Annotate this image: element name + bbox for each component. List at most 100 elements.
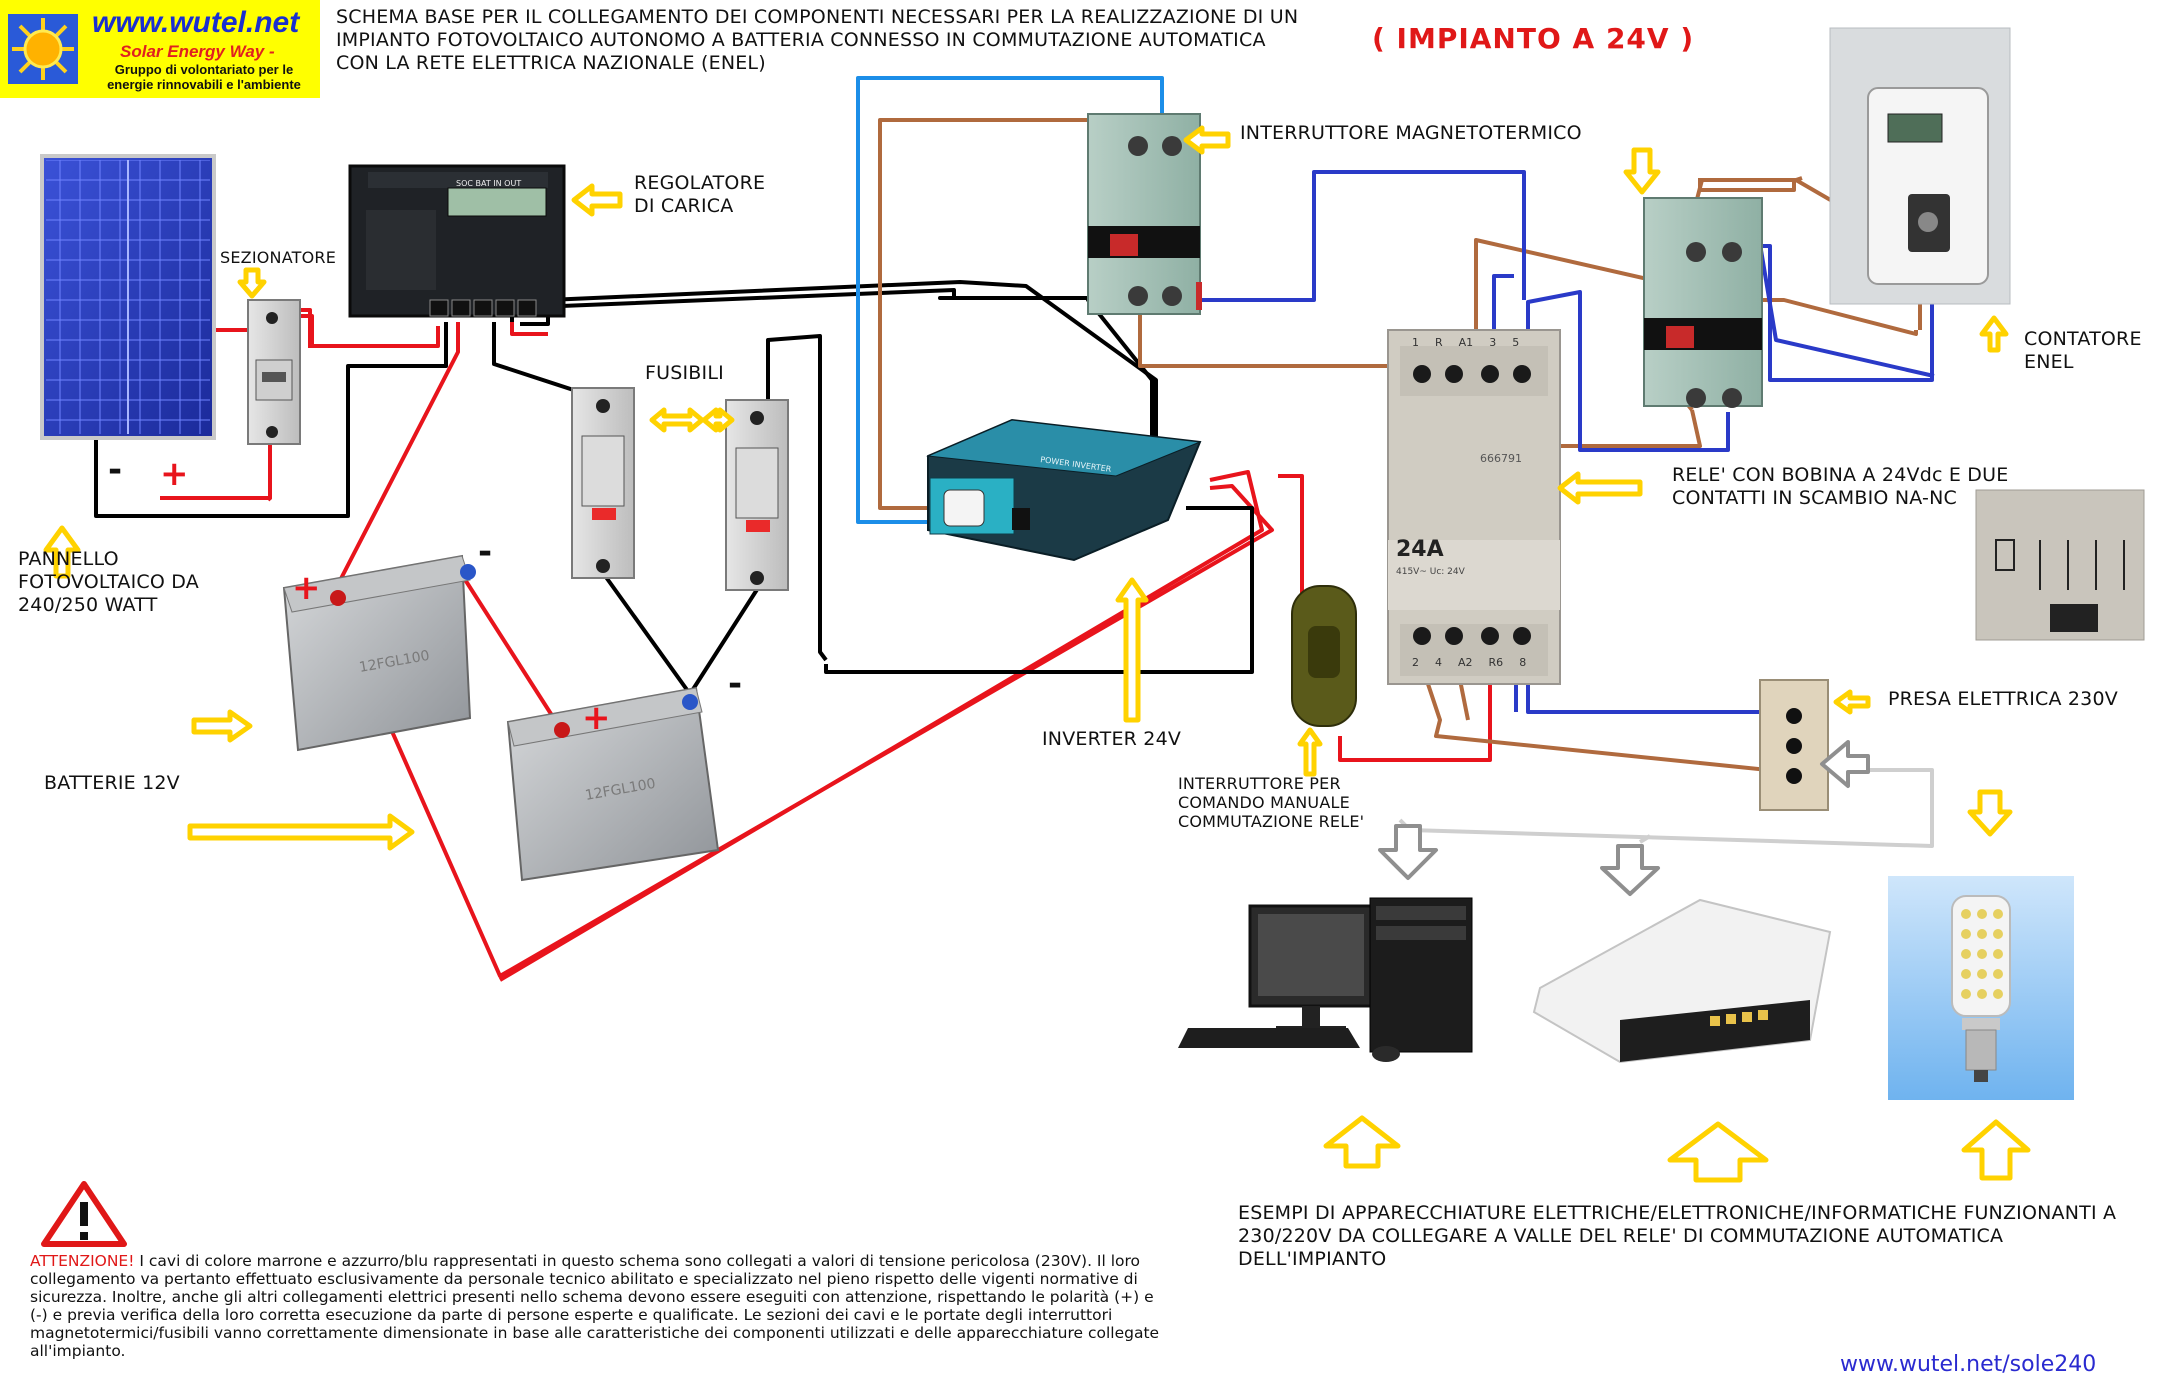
relay-spec: 415V~ Uc: 24V [1396, 567, 1466, 577]
warning-body: I cavi di colore marrone e azzurro/blu r… [30, 1252, 1160, 1360]
arrow-icon [1667, 1121, 1769, 1183]
relay: 24A 415V~ Uc: 24V 666791 [1387, 329, 1561, 685]
label-examples: ESEMPI DI APPARECCHIATURE ELETTRICHE/ELE… [1238, 1202, 2117, 1270]
arrow-icon [1967, 789, 2013, 837]
wire-breaker1-neutral [1170, 170, 1526, 302]
battery1-positive-sign: + [292, 568, 321, 608]
relay-terminal: R [1435, 336, 1443, 349]
manual-rocker-switch [1291, 585, 1357, 727]
diagram-description: SCHEMA BASE PER IL COLLEGAMENTO DEI COMP… [336, 6, 1299, 74]
wire-battery-link [462, 576, 562, 730]
arrow-icon [43, 525, 81, 579]
logo-group: Gruppo di volontariato per le energie ri… [107, 62, 301, 92]
socket [1759, 679, 1829, 811]
label-socket: PRESA ELETTRICA 230V [1888, 688, 2118, 710]
arrow-icon [1820, 740, 1870, 788]
arrow-icon [1557, 471, 1643, 505]
battery2-negative-sign: - [728, 664, 743, 704]
logo-banner [0, 0, 320, 98]
wire-controller-to-battery [330, 322, 460, 597]
relay-terminal: 5 [1512, 336, 1520, 349]
arrow-icon [1183, 125, 1231, 155]
pointer-arrows [43, 125, 2031, 1183]
fuse-holder-right [725, 399, 789, 591]
desktop-computer [1178, 897, 1473, 1062]
router [1532, 898, 1832, 1064]
energy-meter [1829, 27, 2011, 305]
battery1-negative-sign: - [478, 532, 493, 572]
panel-positive-sign: + [160, 454, 189, 494]
charge-controller: SOC BAT IN OUT [348, 164, 566, 318]
arrow-icon [571, 183, 623, 217]
wire-load-to-router [1638, 834, 1652, 844]
wire-switch-to-coil [1338, 636, 1492, 762]
label-disconnect: SEZIONATORE [220, 248, 337, 267]
relay-schematic-inset [1975, 489, 2145, 641]
label-fuses: FUSIBILI [645, 362, 724, 384]
battery-2: 12FGL100 [506, 686, 720, 882]
wire-controller-pv-minus-red [160, 440, 272, 500]
arrow-icon [187, 813, 415, 851]
wire-relay-to-breaker2-neutral [1526, 290, 1730, 452]
relay-terminal: 2 [1412, 656, 1419, 669]
arrow-icon [237, 267, 267, 299]
disconnect-switch [247, 299, 301, 445]
label-manual-switch: INTERRUTTORE PER COMANDO MANUALE COMMUTA… [1178, 774, 1365, 831]
sun-icon [8, 14, 78, 84]
logo-tagline: Solar Energy Way - [120, 42, 275, 61]
footer-link[interactable]: www.wutel.net/sole240 [1840, 1352, 2097, 1377]
arrow-icon [1115, 577, 1149, 723]
relay-terminal: 1 [1412, 336, 1419, 349]
relay-terminal: A1 [1458, 336, 1474, 349]
relay-terminal: 4 [1435, 656, 1442, 669]
label-charge-controller: REGOLATORE DI CARICA [634, 172, 766, 217]
arrow-icon [1378, 824, 1438, 880]
wire-panel-negative [94, 322, 448, 518]
load-arrows [1378, 740, 1870, 896]
relay-terminal: A2 [1458, 656, 1473, 669]
system-title: ( IMPIANTO A 24V ) [1372, 22, 1695, 55]
arrow-icon [1833, 689, 1871, 715]
wire-controller-neg-path [520, 280, 1158, 460]
relay-terminal: 3 [1489, 336, 1497, 349]
wire-breaker1-to-relay [1138, 296, 1456, 368]
arrow-icon [1979, 315, 2009, 353]
wire-disconnect-to-controller [288, 314, 440, 348]
relay-terminals-top: 1 R A1 3 5 [1412, 336, 1519, 349]
wire-load-distribution [1398, 768, 1934, 848]
battery2-positive-sign: + [582, 698, 611, 738]
arrow-icon [701, 407, 735, 433]
wire-battery-to-inverter-positive [332, 484, 1274, 978]
relay-terminal: R6 [1488, 656, 1504, 669]
label-relay: RELE' CON BOBINA A 24Vdc E DUE CONTATTI … [1672, 464, 2009, 509]
relay-rating: 24A [1396, 537, 1444, 562]
arrow-icon [1961, 1119, 2031, 1181]
relay-terminals-bottom: 2 4 A2 R6 8 [1412, 656, 1526, 669]
wire-controller-output [510, 320, 548, 336]
wire-inverter-negative [824, 506, 1254, 674]
safety-warning: ATTENZIONE! I cavi di colore marrone e a… [30, 1252, 1160, 1360]
arrow-icon [1600, 844, 1660, 896]
relay-terminal: 8 [1519, 656, 1527, 669]
circuit-breaker-secondary [1643, 197, 1763, 408]
logo-site: www.wutel.net [92, 6, 300, 39]
fuse-holder-left [571, 387, 635, 579]
warning-heading: ATTENZIONE! [30, 1252, 135, 1270]
solar-panel [40, 154, 216, 440]
inverter: POWER INVERTER [926, 418, 1202, 562]
arrow-icon [649, 407, 705, 433]
label-energy-meter: CONTATORE ENEL [2024, 328, 2142, 373]
wire-relay-to-meter [1698, 178, 1796, 192]
arrow-icon [191, 709, 253, 743]
label-solar-panel: PANNELLO FOTOVOLTAICO DA 240/250 WATT [18, 548, 199, 616]
label-inverter: INVERTER 24V [1042, 728, 1182, 750]
wire-breaker2-meter-neutral [1758, 243, 1935, 378]
battery-1: 12FGL100 [282, 554, 476, 752]
arrow-icon [1623, 147, 1661, 195]
wire-inverter-positive [498, 470, 1264, 982]
circuit-breaker-main [1087, 113, 1202, 315]
label-batteries: BATTERIE 12V [44, 772, 180, 794]
arrow-icon [1297, 727, 1323, 777]
relay-code: 666791 [1480, 452, 1522, 465]
